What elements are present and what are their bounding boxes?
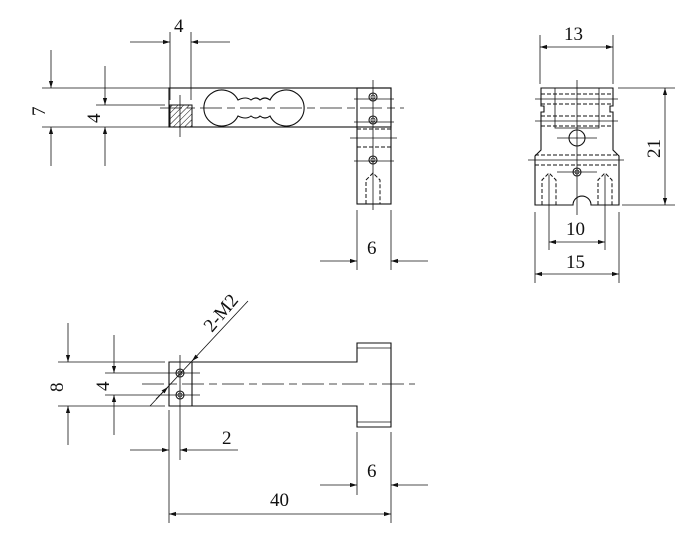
- front-view: 4 7 4 6: [29, 16, 428, 270]
- side-view: 13 21 10 15: [528, 24, 675, 283]
- side-outline: [534, 87, 620, 206]
- dim-side-bottom-width: 15: [566, 252, 585, 273]
- dim-bottom-end-width: 6: [367, 461, 377, 482]
- mount-holes: [350, 92, 397, 204]
- dim-front-end-width: 6: [367, 238, 377, 259]
- dim-front-height-inner: 4: [84, 113, 105, 123]
- dim-side-hole-spacing: 10: [566, 219, 585, 240]
- dim-side-height: 21: [644, 139, 665, 158]
- dim-bottom-length: 40: [270, 490, 289, 511]
- dim-front-top-width: 4: [174, 16, 184, 37]
- beam-outline: [168, 87, 392, 128]
- dim-bottom-hole-offset: 2: [222, 428, 232, 449]
- end-block: [356, 87, 392, 205]
- strain-gauge-hole: [203, 89, 305, 127]
- bottom-view: 2-M2 8 4 2 6 40: [47, 290, 428, 523]
- dim-front-height-outer: 7: [29, 107, 50, 117]
- dim-side-top-width: 13: [564, 24, 583, 45]
- bottom-outline: [168, 342, 392, 428]
- dim-bottom-height-outer: 8: [47, 383, 68, 393]
- dim-bottom-hole-spacing: 4: [93, 381, 114, 391]
